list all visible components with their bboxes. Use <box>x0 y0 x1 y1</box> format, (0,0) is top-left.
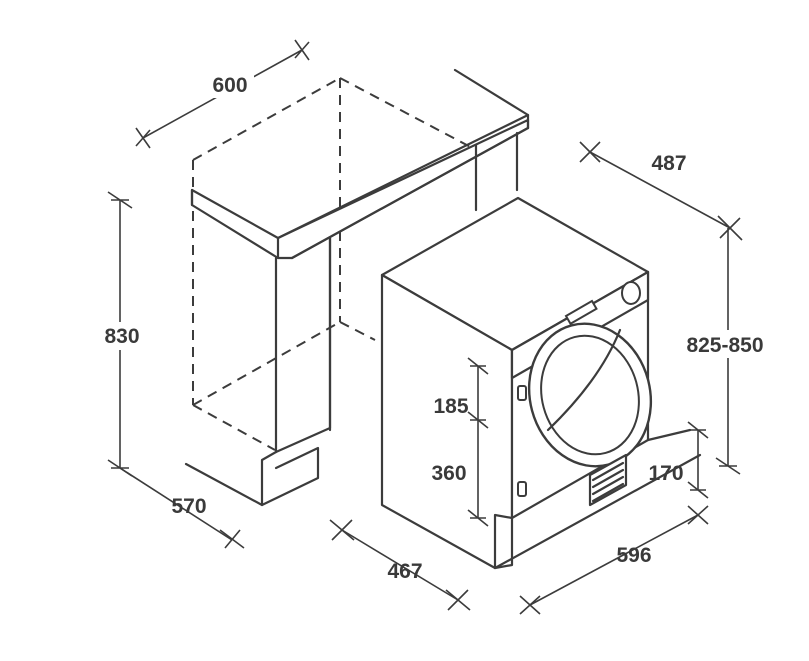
cabinet-width-label: 600 <box>212 74 247 97</box>
cabinet-body <box>184 131 519 507</box>
display-window <box>564 299 598 326</box>
dryer-side <box>380 273 514 570</box>
vent-grille <box>588 453 628 507</box>
dryer-height-label: 825-850 <box>686 334 763 357</box>
cabinet <box>184 68 530 507</box>
dryer-depth-label: 467 <box>387 560 422 583</box>
dimension-labels: 600 830 570 487 825-850 185 360 170 467 … <box>98 72 770 583</box>
dryer-top-depth-label: 487 <box>651 152 686 175</box>
plinth-height-label: 170 <box>648 462 683 485</box>
cabinet-height-label: 830 <box>104 325 139 348</box>
door-offset-top-label: 185 <box>433 395 468 418</box>
door-offset-bottom-label: 360 <box>431 462 466 485</box>
dryer-width-label: 596 <box>616 544 651 567</box>
door-hinge-top <box>517 385 527 401</box>
program-knob <box>621 281 641 305</box>
dryer <box>380 196 702 570</box>
cabinet-depth-label: 570 <box>171 495 206 518</box>
door-hinge-bottom <box>517 481 527 497</box>
cabinet-worktop <box>190 68 530 260</box>
